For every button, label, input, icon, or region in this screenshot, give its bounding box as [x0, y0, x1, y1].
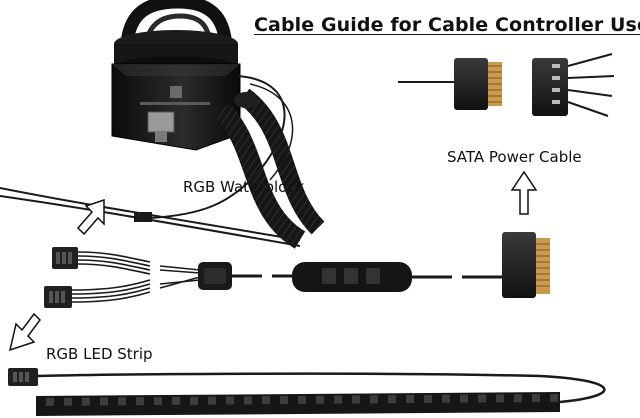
waterblock-rgb-wire	[149, 75, 286, 219]
sata-plug-body	[502, 232, 536, 298]
led-chip	[64, 397, 72, 406]
controller-button-1	[322, 268, 336, 284]
led-chip	[82, 397, 90, 406]
led-chip	[244, 396, 252, 405]
led-chip	[478, 394, 486, 403]
led-chip	[280, 396, 288, 405]
led-chip	[46, 397, 54, 406]
waterblock-logo	[170, 86, 182, 98]
led-chip	[496, 394, 504, 403]
led-chip	[226, 396, 234, 405]
led-chip	[514, 394, 522, 403]
sata-connector-pair	[398, 53, 615, 117]
waterblock-body	[111, 63, 241, 151]
rgb-waterblock	[0, 0, 325, 249]
mounting-clip	[147, 111, 175, 133]
led-chips	[46, 393, 558, 406]
led-chip	[208, 396, 216, 405]
led-chip	[136, 397, 144, 406]
arrow-to-led-strip-icon	[8, 312, 41, 352]
controller-button-3	[366, 268, 380, 284]
led-strip-lead-wire	[37, 372, 606, 404]
led-chip	[316, 395, 324, 404]
led-chip	[352, 395, 360, 404]
led-chip	[190, 396, 198, 405]
waterblock-rgb-plug	[134, 212, 152, 222]
sata-plug-right	[532, 58, 568, 116]
up-arrow-icon	[510, 170, 538, 215]
braided-hose-1	[214, 103, 306, 249]
led-chip	[460, 394, 468, 403]
sata-wires-right	[567, 53, 615, 117]
rgb-led-strip	[8, 368, 606, 416]
led-chip	[298, 395, 306, 404]
tube-loop-outer	[120, 0, 233, 71]
led-chip	[388, 395, 396, 404]
led-chip	[532, 394, 540, 403]
led-chip	[406, 395, 414, 404]
led-chip	[424, 394, 432, 403]
led-chip	[100, 397, 108, 406]
led-chip	[550, 393, 558, 402]
led-chip	[262, 396, 270, 405]
splitter-cable	[44, 247, 294, 308]
arrow-to-waterblock-icon	[76, 198, 105, 236]
sata-connector-controller	[502, 232, 550, 298]
rgb-led-strip-label: RGB LED Strip	[46, 345, 153, 363]
rgb-waterblock-label: RGB Waterblock	[183, 178, 305, 196]
controller-button-2	[344, 268, 358, 284]
led-chip	[442, 394, 450, 403]
led-chip	[370, 395, 378, 404]
page-title: Cable Guide for Cable Controller User	[254, 14, 640, 36]
led-chip	[118, 397, 126, 406]
led-chip	[334, 395, 342, 404]
cable-controller	[292, 262, 502, 292]
led-chip	[154, 397, 162, 406]
led-chip	[172, 396, 180, 405]
sata-power-cable-label: SATA Power Cable	[447, 148, 582, 166]
sata-plug-left	[454, 58, 488, 110]
